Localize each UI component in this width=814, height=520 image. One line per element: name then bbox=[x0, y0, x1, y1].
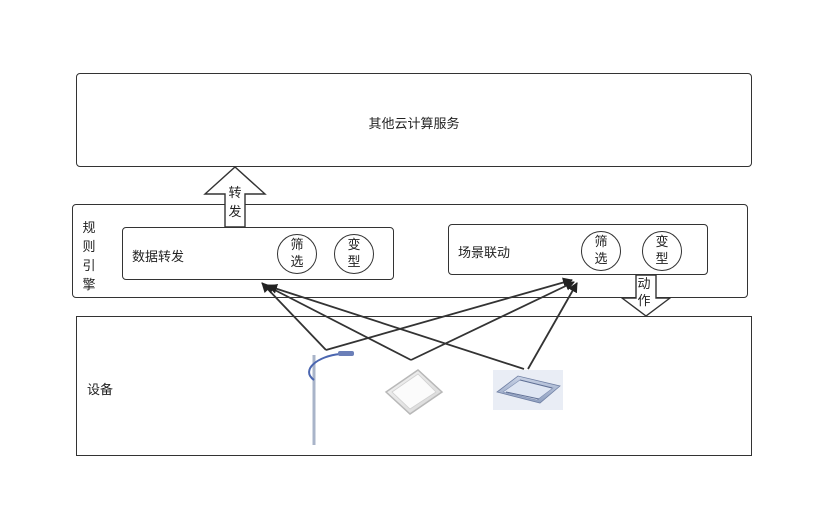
rule-engine-label: 规则引擎 bbox=[82, 221, 96, 293]
lamp-to-linkage-line bbox=[325, 277, 573, 351]
ac-to-forward-line bbox=[267, 284, 525, 370]
panel-to-linkage-line bbox=[410, 281, 575, 361]
linkage-filter-circle: 筛选 bbox=[581, 231, 621, 271]
forward-filter-circle: 筛选 bbox=[277, 234, 317, 274]
cloud-services-label: 其他云计算服务 bbox=[368, 117, 460, 132]
panel-light-icon bbox=[384, 369, 444, 415]
ac-to-linkage-line bbox=[527, 282, 578, 370]
forward-transform-circle: 变型 bbox=[334, 234, 374, 274]
linkage-transform-label: 变型 bbox=[655, 235, 669, 267]
linkage-transform-circle: 变型 bbox=[642, 231, 682, 271]
data-forward-label: 数据转发 bbox=[132, 250, 185, 265]
panel-to-forward-line bbox=[264, 284, 412, 361]
air-conditioner-icon bbox=[493, 370, 563, 410]
action-down-arrow bbox=[619, 274, 673, 317]
action-arrow-label: 动作 bbox=[637, 277, 651, 309]
street-lamp-icon bbox=[308, 351, 354, 445]
linkage-filter-label: 筛选 bbox=[594, 235, 608, 267]
devices-label: 设备 bbox=[87, 383, 114, 398]
forward-transform-label: 变型 bbox=[347, 238, 361, 270]
scene-linkage-label: 场景联动 bbox=[458, 246, 511, 261]
forward-up-arrow bbox=[203, 166, 267, 228]
forward-filter-label: 筛选 bbox=[290, 238, 304, 270]
cloud-services-box: 其他云计算服务 bbox=[76, 73, 752, 167]
forward-arrow-label: 转发 bbox=[228, 186, 242, 220]
lamp-to-forward-line bbox=[261, 282, 327, 351]
